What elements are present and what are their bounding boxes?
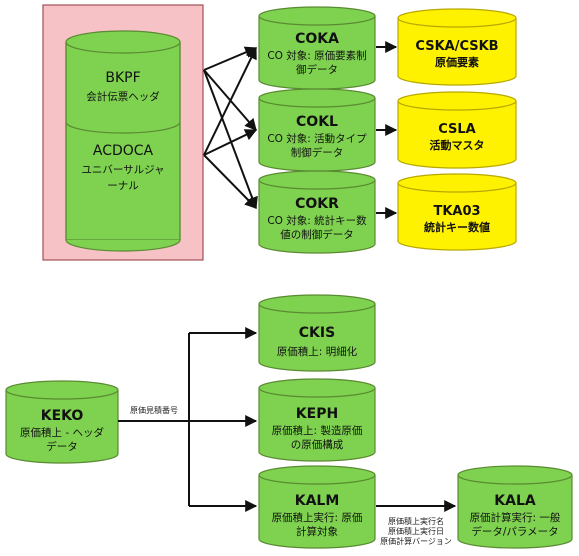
kalm-desc-1: 原価積上実行: 原価: [272, 511, 363, 524]
coka-name: COKA: [295, 31, 339, 47]
cska-cylinder: [397, 8, 517, 86]
kalm-kala-label-3: 原価計算バージョン: [380, 536, 452, 546]
bkpf-acdoca-cylinder: [65, 30, 181, 252]
ckis-cylinder: [258, 294, 376, 372]
edge-group-coka-2: [203, 46, 257, 156]
keko-name: KEKO: [41, 408, 84, 424]
edge-group-coka-1: [203, 46, 258, 71]
cokl-desc-2: 制御データ: [291, 146, 344, 159]
csla-cylinder: [397, 91, 517, 169]
edge-group-cokr-1: [203, 69, 258, 210]
cokl-name: COKL: [296, 114, 338, 130]
cokr-desc-1: CO 対象: 統計キー数: [267, 214, 367, 227]
cokr-name: COKR: [295, 196, 339, 212]
keph-desc-1: 原価積上: 製造原価: [272, 424, 363, 437]
keph-cylinder: [258, 378, 376, 462]
bkpf-desc: 会計伝票ヘッダ: [86, 90, 160, 103]
csla-name: CSLA: [438, 122, 476, 137]
coka-cylinder: [258, 6, 376, 90]
cokl-cylinder: [258, 88, 376, 172]
tka03-cylinder: [397, 173, 517, 251]
kala-name: KALA: [494, 493, 536, 509]
cokr-cylinder: [258, 170, 376, 254]
keko-link-label: 原価見積番号: [130, 405, 178, 415]
kala-cylinder: [457, 465, 573, 549]
edge-group-cokr-2: [203, 154, 257, 209]
acdoca-desc-1: ユニバーサルジャ: [81, 164, 164, 176]
kala-desc-2: データ/パラメータ: [471, 525, 558, 538]
keph-name: KEPH: [296, 406, 338, 422]
ckis-name: CKIS: [299, 325, 335, 341]
kalm-cylinder: [258, 465, 376, 549]
kalm-kala-label-2: 原価積上実行日: [388, 526, 444, 536]
cska-name: CSKA/CSKB: [415, 39, 498, 54]
cokr-desc-2: 値の制御データ: [280, 228, 354, 241]
tka03-desc: 統計キー数値: [424, 220, 490, 234]
keph-desc-2: の原価構成: [291, 438, 344, 451]
keko-cylinder: [5, 380, 119, 464]
coka-desc-1: CO 対象: 原価要素制: [267, 49, 366, 62]
keko-desc-1: 原価積上 - ヘッダ: [20, 426, 104, 439]
edge-group-cokl-2: [203, 129, 258, 156]
bkpf-name: BKPF: [105, 70, 140, 86]
acdoca-name: ACDOCA: [93, 143, 154, 159]
kalm-desc-2: 計算対象: [296, 525, 338, 538]
ckis-desc: 原価積上: 明細化: [277, 345, 358, 358]
cokl-desc-1: CO 対象: 活動タイプ: [267, 132, 367, 145]
tka03-name: TKA03: [433, 204, 480, 219]
acdoca-desc-2: ーナル: [107, 180, 139, 192]
coka-desc-2: 御データ: [296, 63, 338, 76]
kalm-name: KALM: [295, 493, 340, 509]
csla-desc: 活動マスタ: [430, 138, 485, 152]
keko-desc-2: データ: [46, 440, 78, 453]
kala-desc-1: 原価計算実行: 一般: [470, 511, 561, 524]
kalm-kala-label-1: 原価積上実行名: [388, 516, 444, 526]
cska-desc: 原価要素: [435, 55, 479, 69]
